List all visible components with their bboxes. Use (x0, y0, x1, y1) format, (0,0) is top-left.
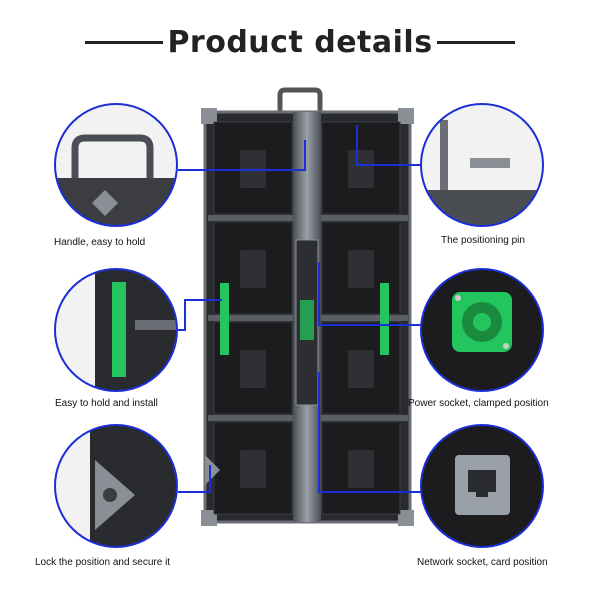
caption-hold-install: Easy to hold and install (55, 398, 158, 409)
corner-bracket-bl (201, 510, 217, 526)
caption-lock: Lock the position and secure it (35, 557, 171, 568)
callout-hold-install-detail (54, 268, 178, 392)
callout-lock-detail (54, 424, 178, 548)
top-handle (277, 87, 323, 115)
side-handle-right (380, 283, 389, 355)
caption-handle: Handle, easy to hold (54, 237, 146, 248)
corner-bracket-tl (201, 108, 217, 124)
corner-bracket-tr (398, 108, 414, 124)
callout-power-socket-detail (420, 268, 544, 392)
corner-bracket-br (398, 510, 414, 526)
positioning-pin-icon (470, 158, 510, 168)
led-cabinet (201, 87, 414, 526)
callout-positioning-pin-detail (420, 103, 544, 227)
side-handle-left (220, 283, 229, 355)
leader-lines (178, 125, 421, 493)
caption-power-socket: Power socket, clamped position (408, 398, 549, 409)
title-rule-left (85, 40, 164, 44)
leader-power-socket (318, 262, 421, 326)
green-handle-icon (112, 282, 126, 377)
callout-network-socket-detail (420, 424, 544, 548)
page-title: Product details (167, 24, 433, 60)
control-box-indicator (300, 300, 314, 340)
page-header: Product details (0, 22, 600, 62)
leader-handle (178, 140, 306, 171)
leader-positioning-pin (356, 125, 421, 166)
leader-hold-install (178, 299, 222, 331)
callout-handle-detail (54, 103, 178, 227)
corner-lock (205, 455, 220, 485)
caption-positioning-pin: The positioning pin (441, 235, 525, 246)
leader-network-socket (318, 372, 421, 493)
title-rule-right (436, 40, 515, 44)
handle-icon (71, 134, 154, 178)
leader-lock (178, 465, 211, 493)
caption-network-socket: Network socket, card position (417, 557, 548, 568)
